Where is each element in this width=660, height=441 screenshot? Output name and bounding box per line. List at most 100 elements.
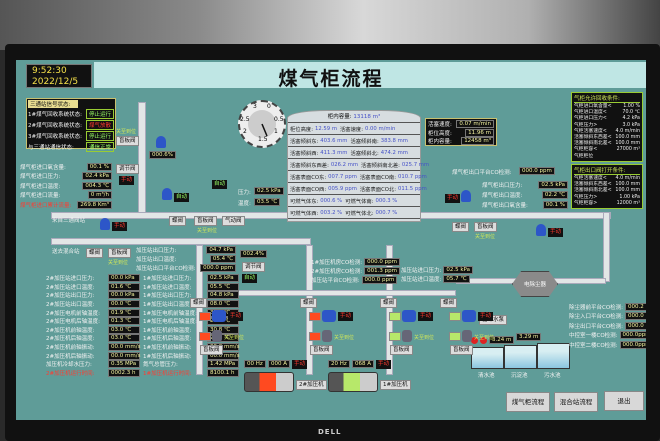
pump-motor-icon[interactable] [244, 372, 294, 392]
param-label: 2#加压站进口压力: [46, 276, 95, 283]
reading-label: 1#加压机房CO检测: [311, 259, 363, 266]
valve-body-icon[interactable] [309, 312, 321, 321]
pneumatic-valve-button[interactable]: 气动阀 [222, 216, 245, 226]
outlet-butterfly-button[interactable]: 蝶阀 [452, 222, 470, 232]
tank-value: 474.2 mm [380, 149, 408, 156]
valve-actuator-icon[interactable] [156, 136, 166, 148]
condition-value: 1.00 % [623, 104, 640, 109]
tank-label: 活塞倾斜南北差: [361, 162, 400, 169]
valve-body-icon[interactable] [389, 332, 401, 341]
tank-value: 000.6 % [320, 197, 343, 204]
water-level-1: 3.24 m [489, 336, 515, 344]
reading-value: 0.07 m/min [456, 120, 494, 129]
param-value: 01.9 ℃ [108, 308, 140, 317]
valve-body-icon[interactable] [199, 332, 211, 341]
booster-blind-status: 关至到位 [414, 335, 435, 341]
condition-row: 气柜进口压力<4.2 kPa [574, 116, 640, 122]
reading-value: 02.4 kPa [82, 172, 112, 181]
nav-gasholder-button[interactable]: 煤气柜流程 [506, 392, 550, 412]
signal-row: 1#煤气回收系统状态:停止运行 [28, 108, 114, 119]
booster-valve-mode: 手动 [478, 312, 494, 321]
sewage-pool [537, 343, 570, 369]
param-value: 04.8 kPa [207, 291, 239, 300]
pump-current: 068 A [352, 360, 375, 368]
tank-value: 010.7 ppm [398, 173, 427, 180]
condition-value: 3.0 kPa [622, 122, 640, 128]
condition-row: 气柜活塞速度<4.0 m/min [574, 176, 640, 182]
actuator-icon[interactable] [212, 330, 222, 342]
param-label: 2#加压机后轴振动: [46, 353, 95, 360]
valve-body-icon[interactable] [389, 312, 401, 321]
actuator-icon[interactable] [322, 330, 332, 342]
mix-blind-button[interactable]: 盲板阀 [108, 248, 131, 258]
reading-value: 02.5 kPa [443, 265, 473, 274]
param-value: 00.0 ℃ [108, 300, 140, 309]
motor-actuator-icon[interactable] [322, 310, 336, 322]
outlet-valve-icon[interactable] [461, 190, 471, 202]
booster-butterfly-button[interactable]: 蝶阀 [300, 298, 318, 308]
param-row: 2#加压机后轴温度:03.0 ℃1#加压机后轴温度:25.2 ℃ [46, 334, 240, 343]
booster-blind-button[interactable]: 盲板阀 [200, 345, 223, 355]
tank-label: 可燃气体北: [345, 210, 374, 217]
valve-body-icon[interactable] [449, 312, 461, 321]
condition-row: 气柜进口温度<70.0 ℃ [574, 110, 640, 116]
actuator-icon[interactable] [462, 330, 472, 342]
signal-label: 3#煤气回收系统状态: [28, 133, 82, 140]
param-label: 2#加压机前轴温度: [46, 327, 95, 334]
reading-label: 煤气柜进口压力: [20, 174, 61, 181]
pump-name: 2#加压机 [296, 380, 327, 390]
booster-blind-button[interactable]: 盲板阀 [450, 345, 473, 355]
condition-row: 气柜柜容>12000 m³ [574, 201, 640, 207]
booster-blind-button[interactable]: 盲板阀 [390, 345, 413, 355]
condition-row: 气柜压力> 3.0 kPa [574, 123, 640, 129]
blind-valve-button-2[interactable]: 盲板阀 [194, 216, 217, 226]
booster-butterfly-button[interactable]: 蝶阀 [190, 298, 208, 308]
booster-blind-status: 关至到位 [334, 335, 355, 341]
sedimentation-pool [504, 345, 537, 369]
motor-actuator-icon[interactable] [402, 310, 416, 322]
nav-exit-button[interactable]: 退出 [604, 391, 644, 411]
booster-butterfly-button[interactable]: 蝶阀 [440, 298, 458, 308]
valve-actuator-icon[interactable] [536, 224, 546, 236]
inlet-blind-status: 关至到位 [116, 129, 137, 135]
reading-value: 000.0 ppm [625, 312, 646, 321]
scada-screen: 煤气柜流程 9:52:30 2022/12/5 三通站信号状态: 1#煤气回收系… [16, 60, 646, 420]
actuator-icon[interactable] [402, 330, 412, 342]
condition-label: 气柜柜容> [574, 200, 598, 206]
motor-actuator-icon[interactable] [462, 310, 476, 322]
pool-label: 沉淀池 [511, 373, 528, 379]
tank-label: 可燃气体东: [290, 198, 319, 205]
booster-butterfly-button[interactable]: 蝶阀 [380, 298, 398, 308]
motor-actuator-icon[interactable] [212, 310, 226, 322]
butterfly-valve-mode: 自动 [174, 193, 190, 202]
reading-label: 煤气柜出口氧含量: [482, 203, 528, 209]
mix-butterfly-button[interactable]: 蝶阀 [86, 248, 104, 258]
param-value: 03.0 ℃ [108, 334, 140, 343]
tank-value: 383.8 mm [380, 137, 408, 144]
valve-body-icon[interactable] [199, 312, 211, 321]
reading-value: 000.0 ppm [364, 257, 400, 266]
electrostatic-precipitator: 电除尘器 [512, 271, 558, 297]
param-label: 2#加压机后轴温度: [46, 336, 95, 343]
condition-label: 气柜压力> [574, 122, 598, 128]
valve-body-icon[interactable] [449, 332, 461, 341]
param-value: 03.0 ℃ [108, 325, 140, 334]
booster-blind-button[interactable]: 盲板阀 [310, 345, 333, 355]
butterfly-valve-icon[interactable] [162, 188, 172, 200]
butterfly-valve-button[interactable]: 蝶阀 [169, 216, 187, 226]
param-label: 1#加压站进口温度: [143, 284, 192, 291]
outlet-blind-button[interactable]: 盲板阀 [474, 222, 497, 232]
signal-status: 停止运行 [85, 130, 114, 141]
nav-mixing-button[interactable]: 混合站流程 [554, 392, 598, 412]
param-label: 1#加压电机前轴温度: [143, 310, 197, 317]
inlet-regulating-valve-button[interactable]: 调节阀 [116, 164, 139, 174]
mid-temp-label: 温度: [238, 201, 251, 207]
valve-body-icon[interactable] [309, 332, 321, 341]
inlet-blind-valve-button[interactable]: 盲板阀 [116, 136, 139, 146]
valve-actuator-icon[interactable] [100, 218, 110, 230]
mid-regulating-button[interactable]: 调节阀 [242, 262, 265, 272]
pump-motor-icon[interactable] [328, 372, 378, 392]
reading-row: 柜内容量:12458 m³ [428, 137, 494, 146]
